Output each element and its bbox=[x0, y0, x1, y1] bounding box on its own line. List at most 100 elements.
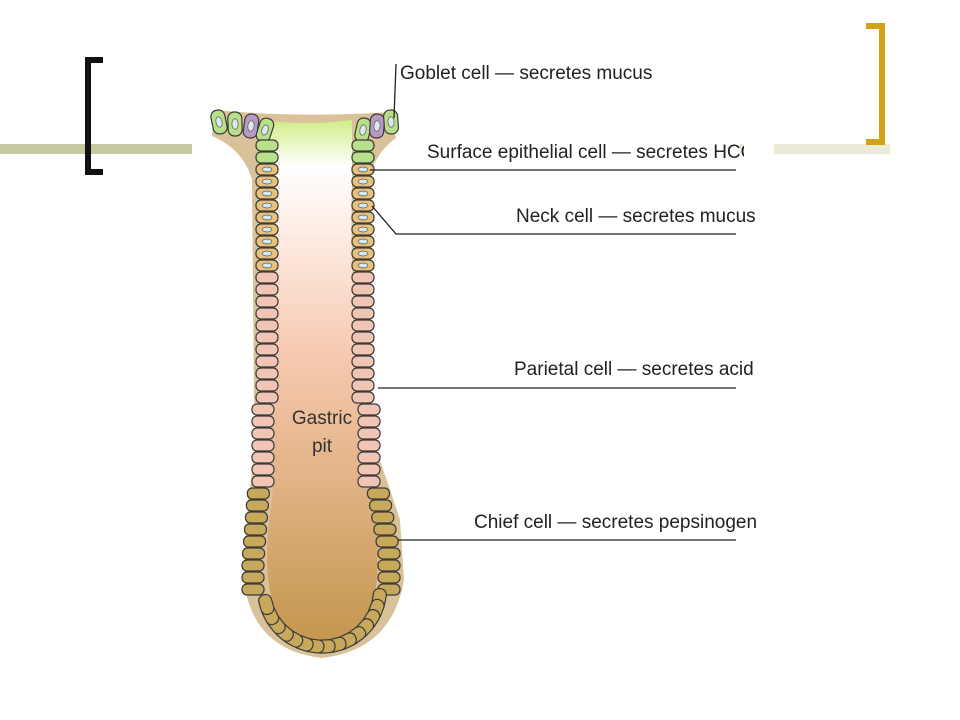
leader-lines bbox=[370, 63, 736, 541]
label-parietal-cell: Parietal cell — secretes acid bbox=[514, 359, 754, 380]
parietal-cell bbox=[255, 307, 279, 320]
parietal-cell bbox=[255, 343, 279, 356]
neck-cell bbox=[351, 235, 375, 248]
cell-labels: Goblet cell — secretes mucus Surface epi… bbox=[400, 63, 763, 533]
goblet-cell bbox=[242, 113, 260, 139]
surface-cell bbox=[255, 139, 279, 152]
chief-cell bbox=[373, 523, 397, 536]
surface-cell bbox=[255, 151, 279, 164]
chief-cell bbox=[243, 523, 268, 536]
neck-cell bbox=[351, 247, 375, 260]
parietal-cell bbox=[255, 367, 279, 380]
neck-cell bbox=[255, 235, 279, 248]
chief-cell bbox=[246, 487, 270, 500]
parietal-cell bbox=[251, 451, 275, 464]
neck-cell bbox=[255, 163, 279, 176]
chief-cell bbox=[244, 511, 269, 524]
right-bracket-icon bbox=[866, 23, 885, 145]
gastric-pit-label-line2: pit bbox=[312, 436, 333, 457]
accent-bar-right bbox=[740, 144, 890, 154]
neck-cell bbox=[351, 175, 375, 188]
chief-cell bbox=[377, 571, 401, 584]
label-clip-mask bbox=[744, 134, 774, 164]
chief-cell bbox=[371, 511, 395, 524]
goblet-cell bbox=[369, 113, 385, 139]
parietal-cell bbox=[255, 283, 279, 296]
surface-cell bbox=[210, 109, 228, 135]
parietal-cell bbox=[357, 451, 381, 464]
parietal-cell bbox=[255, 379, 279, 392]
chief-cell bbox=[242, 535, 267, 548]
parietal-cell bbox=[255, 331, 279, 344]
chief-cell bbox=[366, 487, 391, 500]
parietal-cell bbox=[351, 391, 375, 404]
parietal-cell bbox=[351, 343, 375, 356]
neck-cell bbox=[351, 211, 375, 224]
parietal-cell bbox=[351, 379, 375, 392]
chief-cell bbox=[241, 559, 265, 572]
leader-goblet bbox=[393, 63, 397, 119]
surface-cell bbox=[351, 151, 375, 164]
label-chief-cell: Chief cell — secretes pepsinogen bbox=[474, 512, 757, 533]
parietal-cell bbox=[251, 415, 275, 428]
label-goblet-cell: Goblet cell — secretes mucus bbox=[400, 63, 652, 84]
accent-bar-left bbox=[0, 144, 192, 154]
parietal-cell bbox=[351, 367, 375, 380]
neck-cell bbox=[255, 259, 279, 272]
parietal-cell bbox=[357, 439, 381, 452]
neck-cell bbox=[255, 175, 279, 188]
chief-cell bbox=[241, 571, 265, 584]
gastric-pit-diagram: Gastric pit bbox=[210, 109, 404, 658]
leader-neck bbox=[371, 205, 736, 235]
neck-cell bbox=[255, 211, 279, 224]
neck-cell bbox=[255, 187, 279, 200]
neck-cell bbox=[255, 223, 279, 236]
parietal-cell bbox=[251, 475, 275, 488]
parietal-cell bbox=[351, 355, 375, 368]
parietal-cell bbox=[351, 295, 375, 308]
parietal-cell bbox=[255, 319, 279, 332]
left-bracket-icon bbox=[85, 57, 103, 175]
label-surface-epithelial-cell: Surface epithelial cell — secretes HCO₃ bbox=[427, 142, 763, 163]
surface-cell bbox=[351, 139, 375, 152]
chief-cell bbox=[241, 547, 266, 560]
neck-cell bbox=[255, 199, 279, 212]
parietal-cell bbox=[251, 463, 275, 476]
pit-lumen bbox=[260, 120, 378, 642]
surface-cell bbox=[383, 109, 399, 135]
parietal-cell bbox=[251, 427, 275, 440]
chief-cell bbox=[241, 583, 265, 596]
parietal-cell bbox=[357, 415, 381, 428]
neck-cell bbox=[255, 247, 279, 260]
neck-cell bbox=[351, 259, 375, 272]
parietal-cell bbox=[351, 319, 375, 332]
neck-cell bbox=[351, 199, 375, 212]
epithelial-cells bbox=[210, 109, 401, 654]
chief-cell bbox=[245, 499, 269, 512]
parietal-cell bbox=[251, 403, 275, 416]
parietal-cell bbox=[251, 439, 275, 452]
parietal-cell bbox=[351, 331, 375, 344]
chief-cell bbox=[377, 547, 401, 560]
parietal-cell bbox=[255, 355, 279, 368]
chief-cell bbox=[258, 593, 275, 616]
parietal-cell bbox=[255, 295, 279, 308]
gastric-pit-label-line1: Gastric bbox=[292, 408, 352, 429]
neck-cell bbox=[351, 223, 375, 236]
surface-cell bbox=[227, 111, 243, 137]
neck-cell bbox=[351, 187, 375, 200]
parietal-cell bbox=[357, 475, 381, 488]
label-neck-cell: Neck cell — secretes mucus bbox=[516, 206, 756, 227]
chief-cell bbox=[375, 535, 399, 548]
parietal-cell bbox=[357, 427, 381, 440]
parietal-cell bbox=[255, 391, 279, 404]
chief-cell bbox=[369, 499, 393, 512]
parietal-cell bbox=[357, 463, 381, 476]
parietal-cell bbox=[255, 271, 279, 284]
parietal-cell bbox=[351, 283, 375, 296]
parietal-cell bbox=[351, 307, 375, 320]
chief-cell bbox=[377, 559, 401, 572]
neck-cell bbox=[351, 163, 375, 176]
parietal-cell bbox=[357, 403, 381, 416]
